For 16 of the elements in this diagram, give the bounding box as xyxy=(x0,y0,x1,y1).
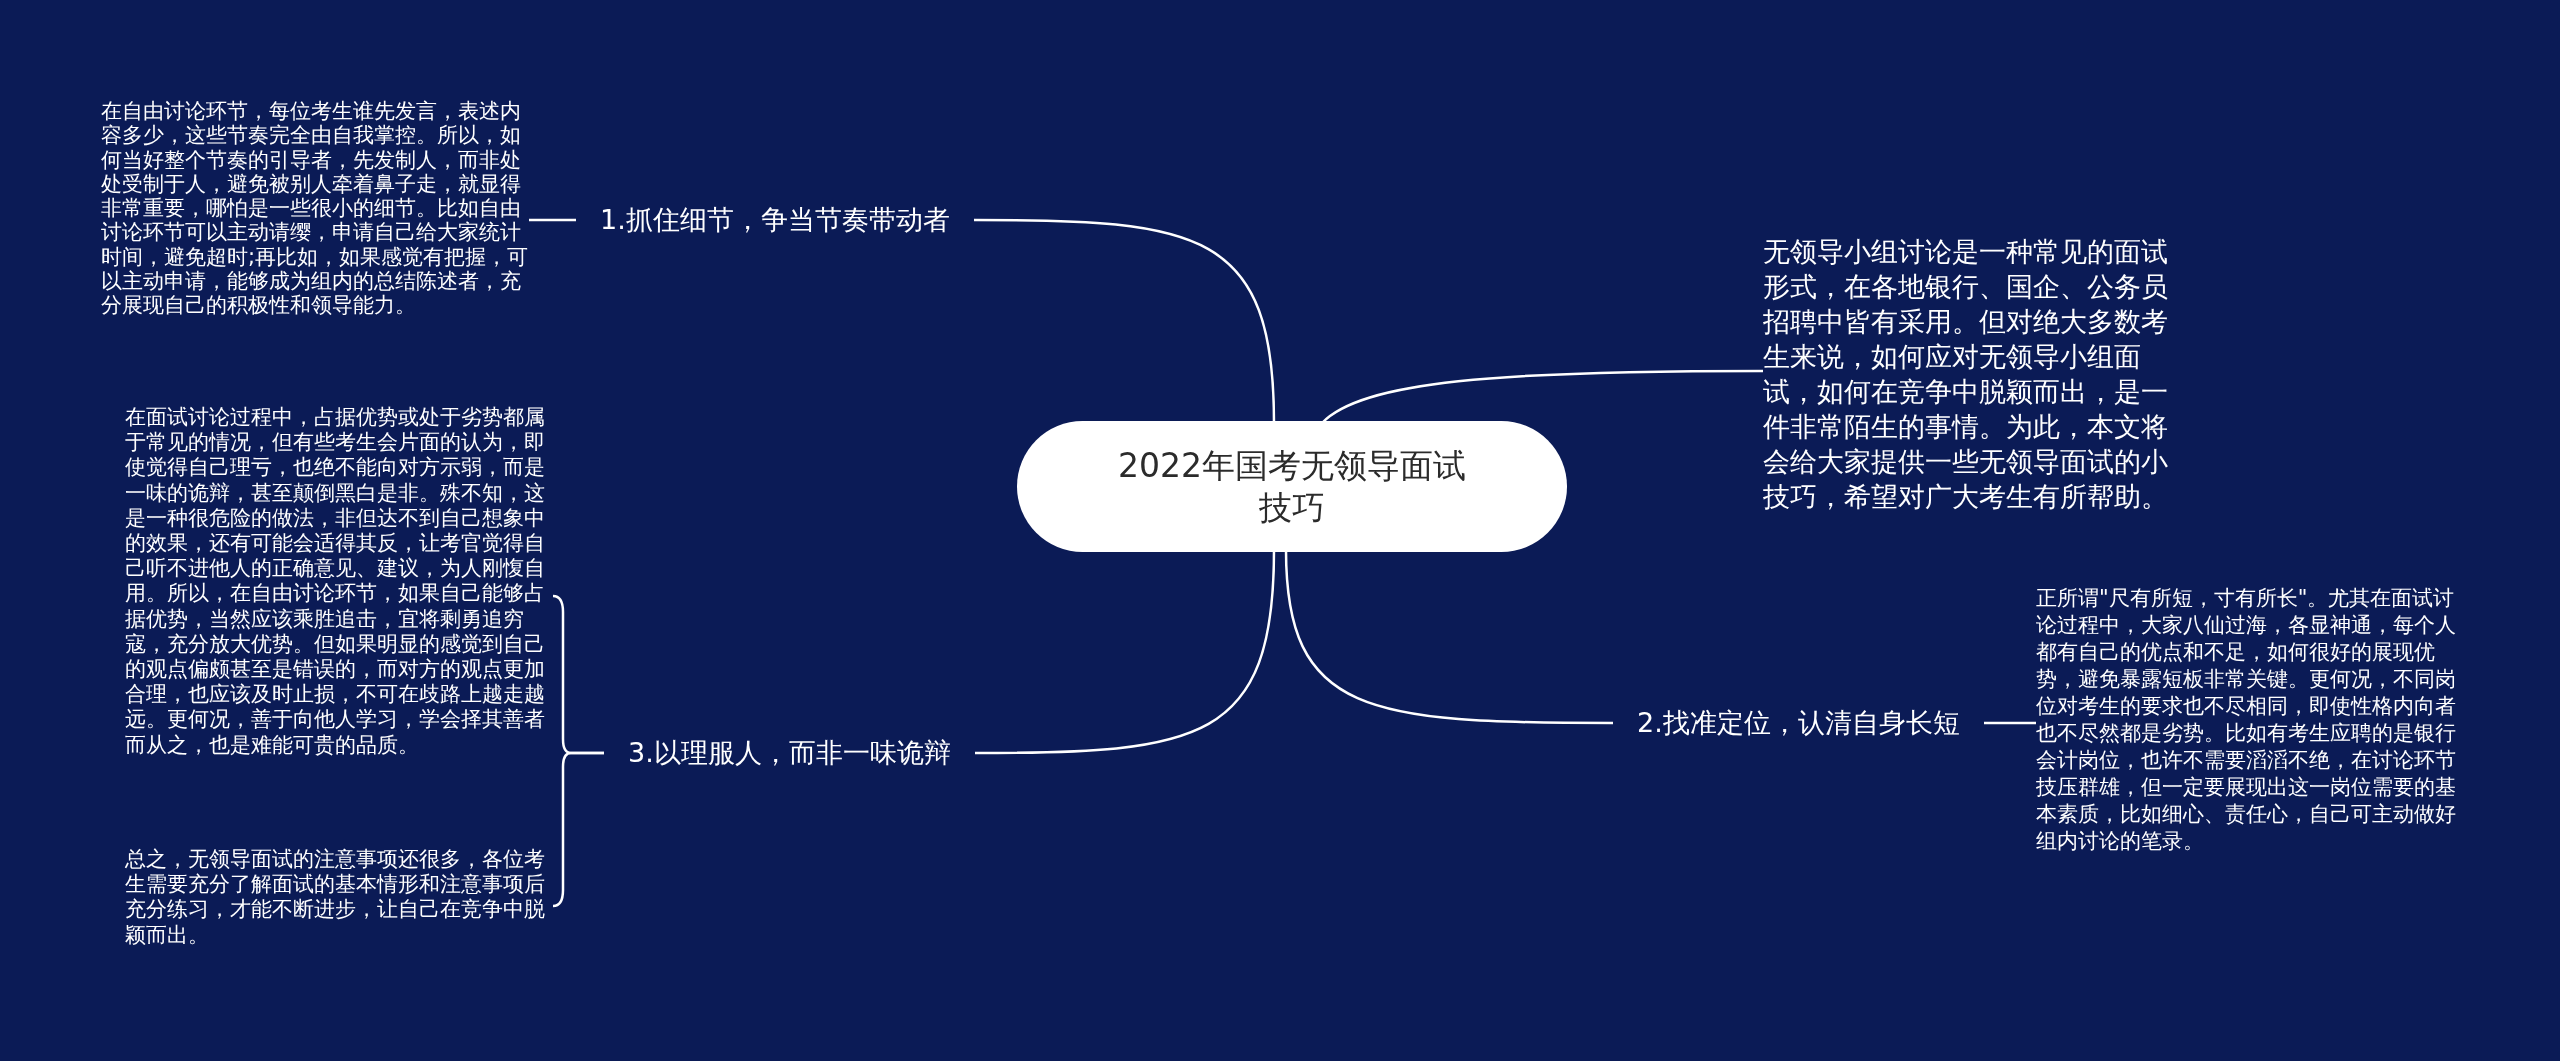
note-text: 无领导小组讨论是一种常见的面试形式，在各地银行、国企、公务员招聘中皆有采用。但对绝大多数考生来说，如何应对无领导小组面试，如何在竞争中脱颖而出，是一件非常陌生的事情。为此，本文将会给大家提供一些无领导面试的小技巧，希望对广大考生有所帮助。 xyxy=(1763,234,2179,514)
bracket-connector xyxy=(552,751,604,908)
connector-line xyxy=(1984,721,2036,725)
connector-line xyxy=(529,218,576,222)
note-text: 正所谓"尺有所短，寸有所长"。尤其在面试讨论过程中，大家八仙过海，各显神通，每个人都有自己的优点和不足，如何很好的展现优势，避免暴露短板非常关键。更何况，不同岗位对考生的要求也不尽相同，即使性格内向者也不尽然都是劣势。比如有考生应聘的是银行会计岗位，也许不需要滔滔不绝，在讨论环节技压群雄，但一定要展现出这一岗位需要的基本素质，比如细心、责任心，自己可主动做好组内讨论的笔录。 xyxy=(2036,585,2468,855)
topic-pill: 2022年国考无领导面试技巧 xyxy=(1017,421,1567,552)
connector-line xyxy=(1284,549,1613,725)
connector-line xyxy=(1321,369,1763,424)
note-text: 总之，无领导面试的注意事项还很多，各位考生需要充分了解面试的基本情形和注意事项后充分练习，才能不断进步，让自己在竞争中脱颖而出。 xyxy=(125,847,553,948)
connector-line xyxy=(974,218,1276,424)
note-text: 在面试讨论过程中，占据优势或处于劣势都属于常见的情况，但有些考生会片面的认为，即使觉得自己理亏，也绝不能向对方示弱，而是一味的诡辩，甚至颠倒黑白是非。殊不知，这是一种很危险的做法，非但达不到自己想象中的效果，还有可能会适得其反，让考官觉得自己听不进他人的正确意见、建议，为人刚愎自用。所以，在自由讨论环节，如果自己能够占据优势，当然应该乘胜追击，宜将剩勇追穷寇，充分放大优势。但如果明显的感觉到自己的观点偏颇甚至是错误的，而对方的观点更加合理，也应该及时止损，不可在歧路上越走越远。更何况，善于向他人学习，学会择其善者而从之，也是难能可贵的品质。 xyxy=(125,405,553,758)
connector-line xyxy=(975,549,1276,755)
note-text: 在自由讨论环节，每位考生谁先发言，表述内容多少，这些节奏完全由自我掌控。所以，如何当好整个节奏的引导者，先发制人，而非处处受制于人，避免被别人牵着鼻子走，就显得非常重要，哪怕是一些很小的细节。比如自由讨论环节可以主动请缨，申请自己给大家统计时间，避免超时;再比如，如果感觉有把握，可以主动申请，能够成为组内的总结陈述者，充分展现自己的积极性和领导能力。 xyxy=(101,99,529,318)
branch-label: 1.抓住细节，争当节奏带动者 xyxy=(576,202,974,238)
branch-label: 3.以理服人，而非一味诡辩 xyxy=(604,735,975,771)
branch-label: 2.找准定位，认清自身长短 xyxy=(1613,705,1984,741)
